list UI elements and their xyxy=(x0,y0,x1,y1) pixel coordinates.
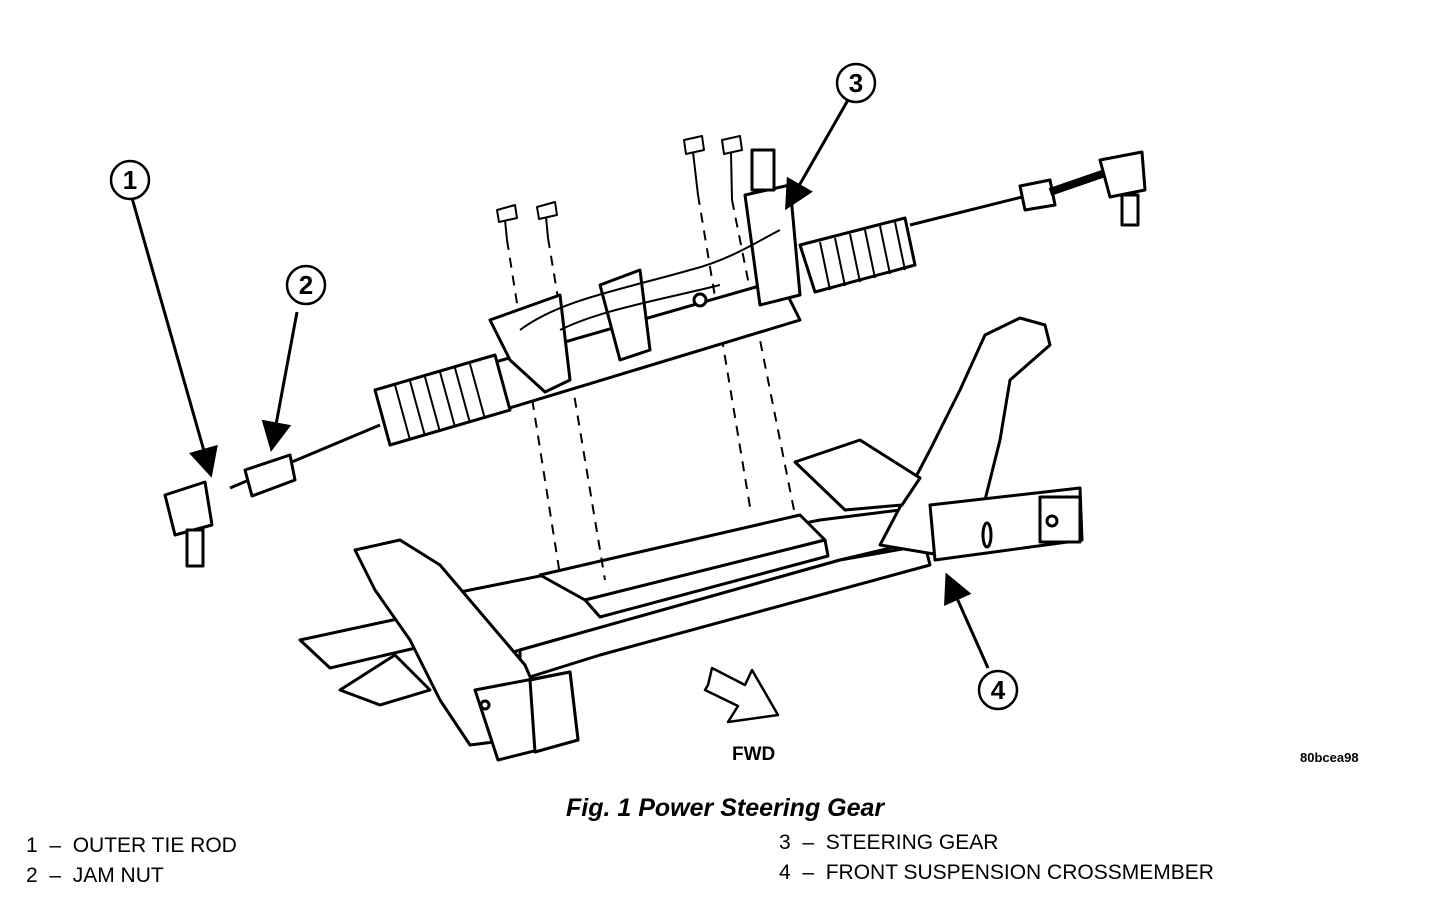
callout-2: 2 xyxy=(285,264,327,306)
legend-item-4: 4 – FRONT SUSPENSION CROSSMEMBER xyxy=(779,861,1214,884)
legend-item-2: 2 – JAM NUT xyxy=(26,864,164,887)
svg-text:3: 3 xyxy=(849,68,863,98)
steering-gear xyxy=(163,135,1147,568)
figure-title: Fig. 1 Power Steering Gear xyxy=(566,794,885,822)
legend-item-3: 3 – STEERING GEAR xyxy=(779,831,999,854)
legend-text: JAM NUT xyxy=(72,864,164,887)
svg-text:1: 1 xyxy=(123,165,137,195)
legend-number: 2 xyxy=(26,864,38,887)
legend-text: FRONT SUSPENSION CROSSMEMBER xyxy=(825,861,1214,884)
legend-text: STEERING GEAR xyxy=(825,831,999,854)
image-code: 80bcea98 xyxy=(1300,750,1359,765)
svg-text:4: 4 xyxy=(991,675,1006,705)
callout-leaders xyxy=(130,99,990,669)
legend-number: 1 xyxy=(26,834,38,857)
legend-item-1: 1 – OUTER TIE ROD xyxy=(26,834,237,857)
forward-arrow-icon xyxy=(703,666,780,724)
legend-number: 3 xyxy=(779,831,791,854)
legend-text: OUTER TIE ROD xyxy=(72,834,237,857)
legend-number: 4 xyxy=(779,861,791,884)
callout-4: 4 xyxy=(977,669,1019,711)
fwd-label: FWD xyxy=(732,744,776,765)
svg-text:2: 2 xyxy=(299,270,313,300)
crossmember xyxy=(298,316,1084,762)
callout-1: 1 xyxy=(109,159,151,201)
callout-3: 3 xyxy=(835,62,877,104)
